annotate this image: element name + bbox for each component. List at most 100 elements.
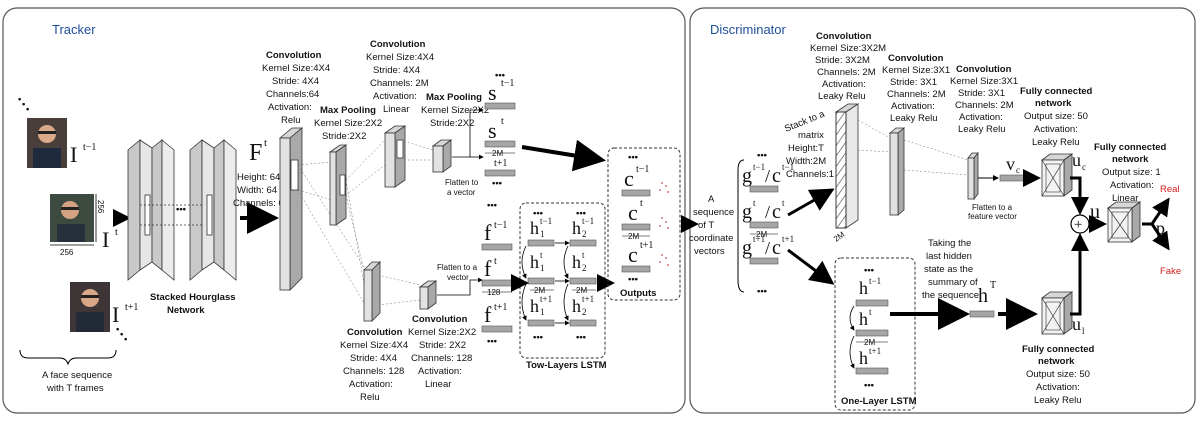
feature-width: Width: 64	[237, 185, 277, 196]
svg-text:t−1: t−1	[753, 162, 765, 172]
svg-text:Channels: 2M: Channels: 2M	[370, 78, 429, 89]
dots-top: •	[18, 94, 22, 105]
dim-height: 256	[96, 200, 105, 214]
feature-volume	[278, 127, 304, 291]
svg-text:t: t	[582, 250, 585, 260]
svg-text:t−1: t−1	[869, 276, 881, 286]
svg-text:Stride:2X2: Stride:2X2	[430, 118, 474, 129]
f-cur-symbol: f	[484, 256, 492, 281]
svg-text:Stride:2X2: Stride:2X2	[322, 131, 366, 142]
g-symbol: g	[742, 165, 752, 187]
maxpool1-block	[328, 144, 348, 226]
svg-text:Kernel Size:2X2: Kernel Size:2X2	[421, 105, 489, 116]
svg-text:c: c	[628, 242, 638, 267]
tracker-title: Tracker	[52, 22, 96, 37]
lstm-h1-next	[527, 319, 555, 327]
svg-text:t+1: t+1	[494, 158, 507, 169]
flatten-bottom-1: Flatten to a	[437, 263, 478, 272]
f-cur-vector	[481, 279, 513, 287]
svg-text:2M: 2M	[534, 286, 545, 295]
svg-text:2M: 2M	[864, 338, 875, 347]
fc3-title-1: Fully connected	[1022, 344, 1095, 355]
one-layer-lstm-label: One-Layer LSTM	[841, 396, 917, 407]
hourglass-label-1: Stacked Hourglass	[150, 292, 236, 303]
svg-text:•••: •••	[487, 200, 498, 211]
svg-text:t: t	[869, 307, 872, 317]
svg-text:Output size: 1: Output size: 1	[1102, 167, 1161, 178]
svg-text:Activation:: Activation:	[1110, 180, 1154, 191]
dim-width: 256	[60, 248, 74, 257]
fc1-title-1: Fully connected	[1020, 86, 1093, 97]
dconv3-title: Convolution	[956, 64, 1012, 75]
p-symbol: p	[1156, 218, 1165, 238]
g-c-dim: 2M	[756, 230, 767, 239]
svg-text:t: t	[753, 198, 756, 208]
hT-vector	[969, 310, 995, 318]
one-layer-lstm-box	[834, 257, 916, 411]
svg-text:t+1: t+1	[540, 294, 552, 304]
c-symbol: c	[772, 237, 781, 259]
flatten-bottom-2: vector	[447, 273, 469, 282]
stack-line-4: Width:2M	[786, 156, 826, 167]
svg-text:1: 1	[540, 307, 545, 317]
svg-text:c: c	[628, 200, 638, 225]
svg-text:2M: 2M	[576, 286, 587, 295]
stack-line-5: Channels:1	[786, 169, 834, 180]
svg-text:Stride: 3X2M: Stride: 3X2M	[815, 55, 870, 66]
discriminator-title: Discriminator	[710, 22, 787, 37]
svg-text:c: c	[1016, 165, 1020, 175]
svg-text:Relu: Relu	[281, 115, 301, 126]
svg-text:Kernel Size:3X2M: Kernel Size:3X2M	[810, 43, 886, 54]
hourglass-label-2: Network	[167, 305, 205, 316]
stacked-hourglass	[127, 139, 237, 281]
taking-line-3: state as the	[924, 264, 973, 275]
svg-text:Activation:: Activation:	[268, 102, 312, 113]
svg-text:t: t	[501, 116, 504, 127]
s-cur-vector	[484, 140, 516, 148]
svg-text:Activation:: Activation:	[1036, 382, 1080, 393]
svg-text:•••: •••	[628, 152, 639, 163]
svg-text:t−1: t−1	[636, 164, 649, 175]
svg-text:t: t	[264, 137, 267, 149]
svg-text:t−1: t−1	[494, 220, 507, 231]
svg-text:/: /	[765, 238, 770, 258]
svg-text:t−1: t−1	[782, 162, 794, 172]
svg-text:Output size: 50: Output size: 50	[1026, 369, 1090, 380]
svg-text:t+1: t+1	[125, 302, 138, 313]
svg-text:Kernel Size:3X1: Kernel Size:3X1	[882, 65, 950, 76]
svg-text:Stride: 4X4: Stride: 4X4	[272, 76, 319, 87]
hourglass-dots: •••	[176, 204, 187, 215]
fc3-block	[1040, 291, 1074, 335]
vc-vector	[999, 174, 1025, 182]
svg-text:h: h	[859, 278, 868, 298]
hT-symbol: h	[978, 285, 988, 307]
svg-text:Kernel Size:4X4: Kernel Size:4X4	[262, 63, 330, 74]
svg-text:2: 2	[582, 263, 587, 273]
svg-text:t: t	[494, 256, 497, 267]
middle-line-5: vectors	[694, 246, 725, 257]
middle-line-1: A	[708, 194, 715, 205]
svg-text:Channels: 2M: Channels: 2M	[955, 100, 1014, 111]
frame-cur-symbol: I	[102, 227, 109, 252]
svg-text:•: •	[120, 329, 124, 340]
svg-text:•: •	[116, 324, 120, 335]
stack-line-2: matrix	[798, 130, 824, 141]
svg-text:t: t	[640, 198, 643, 209]
svg-text:2M: 2M	[628, 232, 639, 241]
svg-text:Output size: 50: Output size: 50	[1024, 111, 1088, 122]
conv3-title: Convolution	[347, 327, 403, 338]
svg-text:h: h	[530, 252, 539, 272]
fake-label: Fake	[1160, 266, 1181, 277]
svg-text:Stride: 3X1: Stride: 3X1	[890, 77, 937, 88]
stack-line-3: Height:T	[788, 143, 824, 154]
fc1-block	[1040, 153, 1074, 197]
svg-text:h: h	[530, 296, 539, 316]
svg-text:•••: •••	[628, 274, 639, 285]
svg-text:Kernel Size:4X4: Kernel Size:4X4	[366, 52, 434, 63]
svg-text:Kernel Size:2X2: Kernel Size:2X2	[408, 327, 476, 338]
fc-blocks	[1040, 153, 1142, 335]
svg-text:t−1: t−1	[582, 216, 594, 226]
svg-text:t−1: t−1	[83, 142, 96, 153]
svg-text:Activation:: Activation:	[959, 112, 1003, 123]
